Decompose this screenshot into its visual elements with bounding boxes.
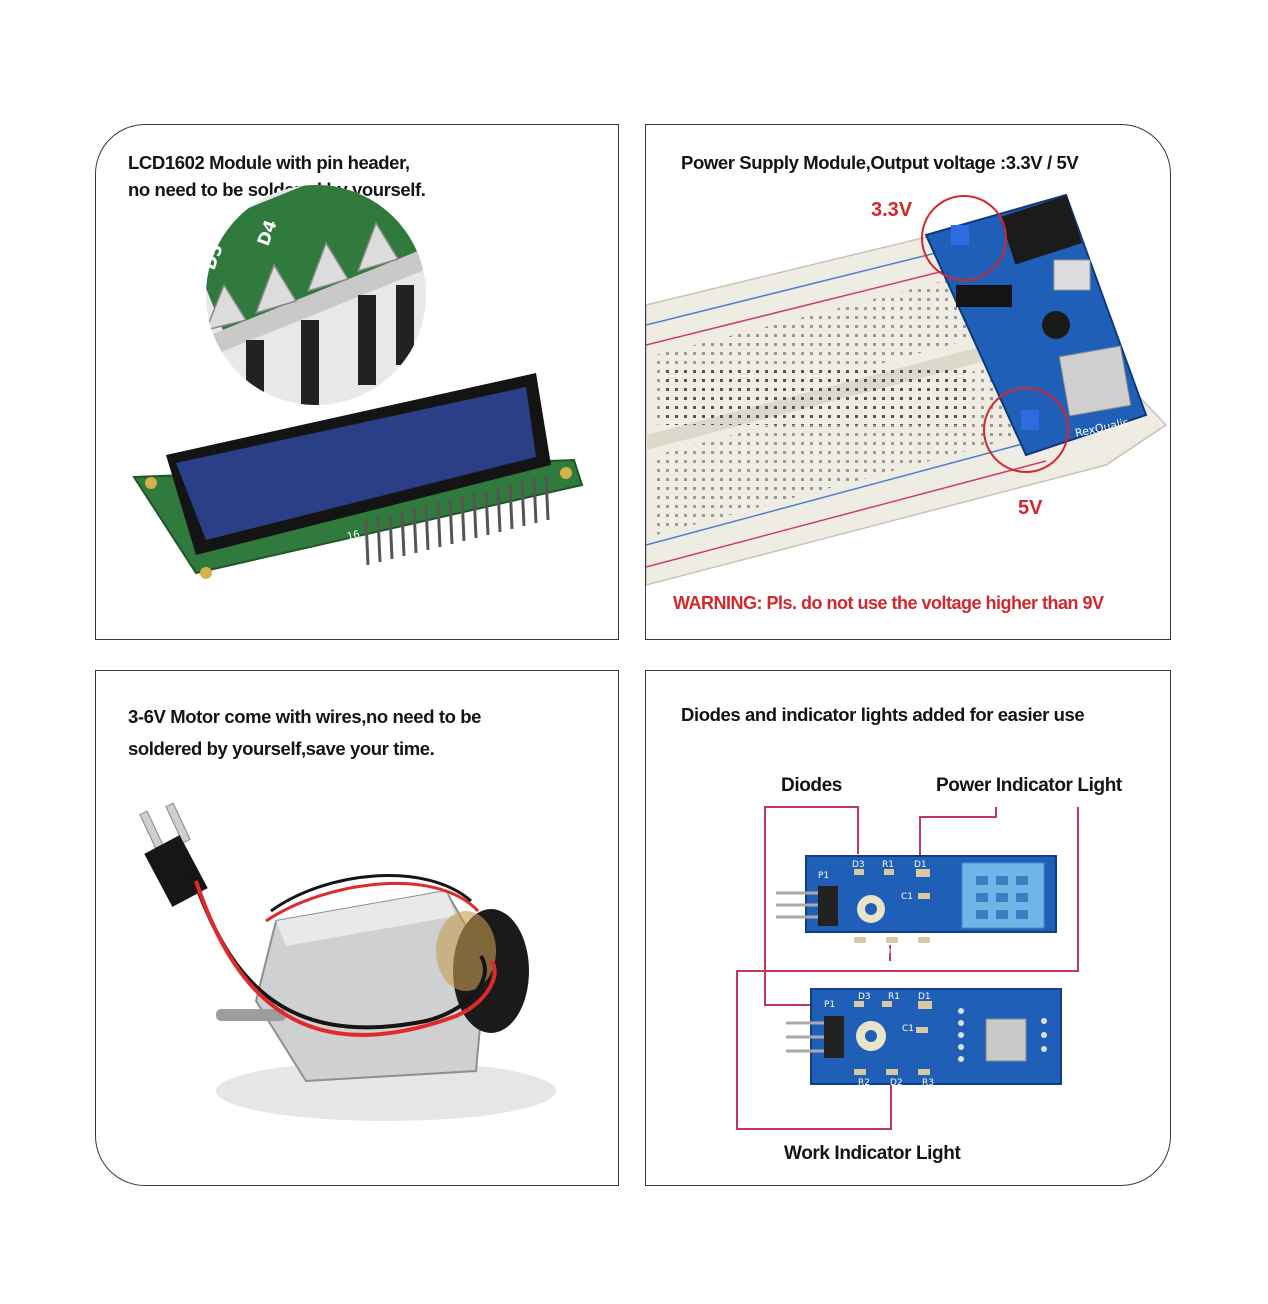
sensor-board-lower: P1 D3 R1 D1 C1 R2 D2 R3 bbox=[786, 988, 1062, 1088]
panel-power-supply: Power Supply Module,Output voltage :3.3V… bbox=[645, 124, 1171, 640]
board-upper-d1: D1 bbox=[914, 860, 927, 870]
breadboard-illustration: RexQualis bbox=[646, 193, 1168, 586]
panel-diodes: Diodes and indicator lights added for ea… bbox=[645, 670, 1171, 1186]
lcd-board: 16 bbox=[132, 373, 584, 579]
board-upper-p1: P1 bbox=[818, 871, 829, 881]
circle-3v3 bbox=[921, 195, 1007, 281]
board-upper-r1: R1 bbox=[882, 860, 894, 870]
board-lower-d2: D2 bbox=[890, 1078, 903, 1088]
power-switch bbox=[1053, 259, 1091, 291]
motor-caption-line-2: soldered by yourself,save your time. bbox=[128, 738, 435, 759]
panel-lcd-module: LCD1602 Module with pin header, no need … bbox=[95, 124, 619, 640]
board-pin-label: 16 bbox=[346, 529, 361, 543]
dupont-connector bbox=[144, 835, 208, 907]
motor-illustration bbox=[139, 802, 556, 1121]
board-upper-d3: D3 bbox=[852, 860, 865, 870]
board-lower-d3: D3 bbox=[858, 992, 871, 1002]
diodes-caption: Diodes and indicator lights added for ea… bbox=[681, 704, 1085, 725]
circle-5v bbox=[983, 387, 1069, 473]
panel-motor: 3-6V Motor come with wires,no need to be… bbox=[95, 670, 619, 1186]
callout-lines bbox=[736, 806, 1079, 1130]
lcd-caption-line-1: LCD1602 Module with pin header, bbox=[128, 152, 410, 173]
motor-caption-line-1: 3-6V Motor come with wires,no need to be bbox=[128, 706, 482, 727]
lcd-screen bbox=[176, 387, 536, 540]
board-lower-r2: R2 bbox=[858, 1078, 870, 1088]
board-lower-r3: R3 bbox=[922, 1078, 934, 1088]
board-lower-d1: D1 bbox=[918, 992, 931, 1002]
motor-shaft bbox=[216, 1009, 286, 1021]
board-lower-p1: P1 bbox=[824, 1000, 835, 1010]
pin-label-d6: D6 bbox=[154, 261, 182, 292]
power-caption: Power Supply Module,Output voltage :3.3V… bbox=[681, 152, 1079, 173]
ir-receiver bbox=[985, 1018, 1027, 1062]
lcd-illustration: D6 D5 D4 16 bbox=[132, 185, 584, 579]
dc-jack bbox=[999, 195, 1083, 265]
callout-power-indicator: Power Indicator Light bbox=[936, 775, 1122, 796]
usb-port bbox=[1058, 345, 1132, 417]
motor-caption: 3-6V Motor come with wires,no need to be… bbox=[128, 701, 481, 765]
board-lower-c1: C1 bbox=[902, 1024, 914, 1034]
label-3v3: 3.3V bbox=[871, 199, 913, 221]
board-upper-c1: C1 bbox=[901, 892, 913, 902]
callout-work-indicator: Work Indicator Light bbox=[784, 1143, 961, 1164]
board-upper-r3: R3 bbox=[916, 947, 928, 957]
sensor-board-upper: P1 D3 R1 D1 C1 R2 D2 R3 bbox=[776, 855, 1057, 957]
board-lower-r1: R1 bbox=[888, 992, 900, 1002]
diodes-illustration: P1 D3 R1 D1 C1 R2 D2 R3 P1 D3 R1 D bbox=[736, 806, 1079, 1130]
callout-diodes: Diodes bbox=[781, 775, 842, 796]
voltage-warning: WARNING: Pls. do not use the voltage hig… bbox=[673, 593, 1104, 613]
label-5v: 5V bbox=[1018, 497, 1043, 519]
board-upper-d2: D2 bbox=[884, 947, 897, 957]
board-upper-r2: R2 bbox=[852, 947, 864, 957]
